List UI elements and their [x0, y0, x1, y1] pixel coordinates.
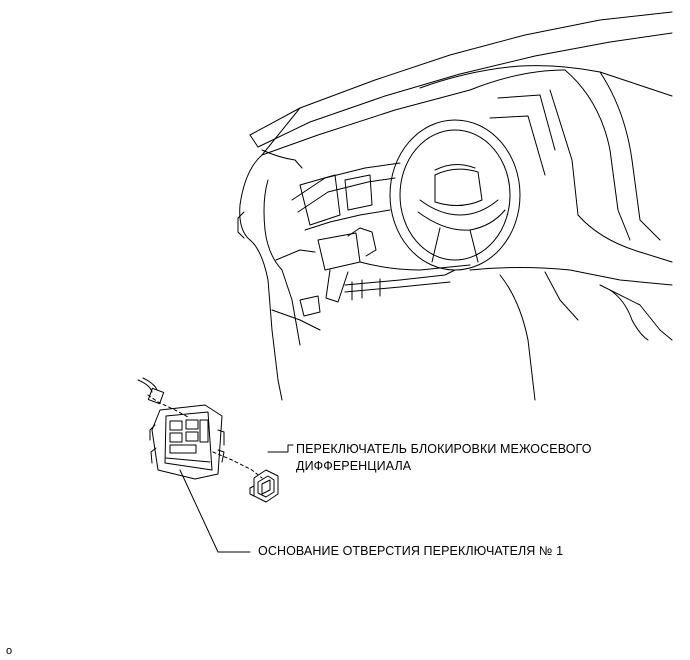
diff-lock-switch-label-line1: ПЕРЕКЛЮЧАТЕЛЬ БЛОКИРОВКИ МЕЖОСЕВОГО	[296, 442, 592, 456]
diff-lock-switch-label-line2: ДИФФЕРЕНЦИАЛА	[296, 459, 412, 473]
switch-hole-base-label: ОСНОВАНИЕ ОТВЕРСТИЯ ПЕРЕКЛЮЧАТЕЛЯ № 1	[258, 544, 564, 558]
steering-wheel	[389, 119, 521, 271]
diff-lock-switch	[249, 469, 279, 503]
instrument-cluster	[291, 162, 401, 231]
dashboard-outline	[237, 11, 673, 401]
lower-dash-parts	[271, 227, 471, 331]
leader-lines	[147, 394, 294, 553]
figure-code: o	[6, 645, 13, 657]
wire-connector	[137, 377, 165, 405]
switch-hole-base	[149, 404, 225, 480]
